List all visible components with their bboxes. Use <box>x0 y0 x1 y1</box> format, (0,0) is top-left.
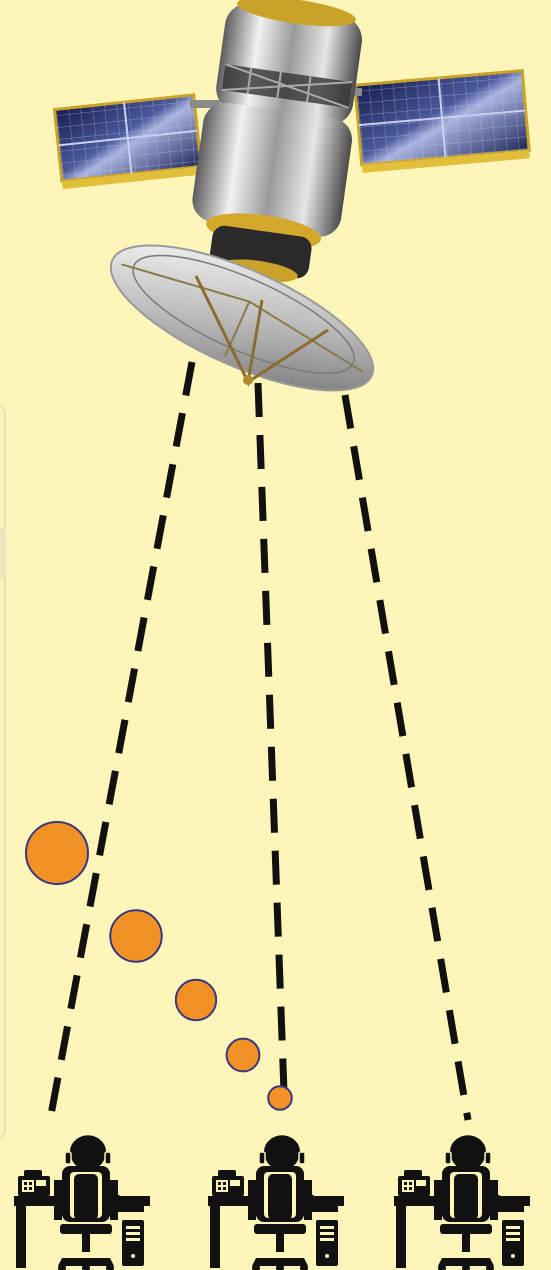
signal-beam-center <box>258 383 284 1092</box>
signal-beam-left <box>50 362 192 1120</box>
satellite-icon <box>54 0 529 420</box>
data-packet <box>110 910 161 961</box>
data-packet <box>26 822 88 884</box>
data-packet <box>268 1086 292 1110</box>
data-packet <box>227 1039 260 1072</box>
ground-stations <box>14 1134 530 1270</box>
signal-beams <box>50 362 468 1120</box>
operator-workstation-icon <box>208 1134 344 1270</box>
operator-workstation-icon <box>394 1134 530 1270</box>
data-packets <box>26 822 292 1110</box>
signal-beam-right <box>345 395 468 1120</box>
operator-workstation-icon <box>14 1134 150 1270</box>
data-packet <box>176 980 216 1020</box>
